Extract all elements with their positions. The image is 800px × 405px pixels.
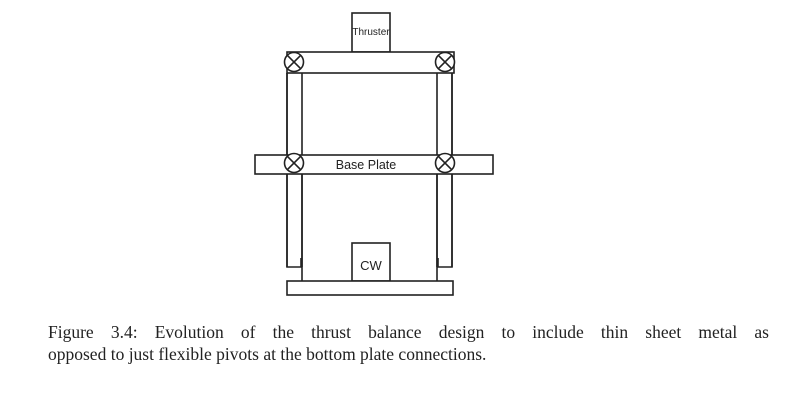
pivot-icon: [283, 152, 305, 174]
counterweight-label: CW: [360, 258, 382, 273]
pivot-icon: [434, 51, 456, 73]
figure-caption-line-1: Figure 3.4: Evolution of the thrust bala…: [48, 322, 769, 342]
thrust-balance-diagram: Thruster Base Plate CW: [254, 12, 494, 296]
top-beam: [286, 51, 455, 74]
thruster-label: Thruster: [352, 27, 390, 38]
pivot-icon: [434, 152, 456, 174]
figure-caption-line-2: opposed to just flexible pivots at the b…: [48, 344, 487, 364]
base-plate: [254, 154, 494, 175]
bottom-plate: [286, 280, 454, 296]
pivot-icon: [283, 51, 305, 73]
base-plate-label: Base Plate: [336, 158, 397, 172]
